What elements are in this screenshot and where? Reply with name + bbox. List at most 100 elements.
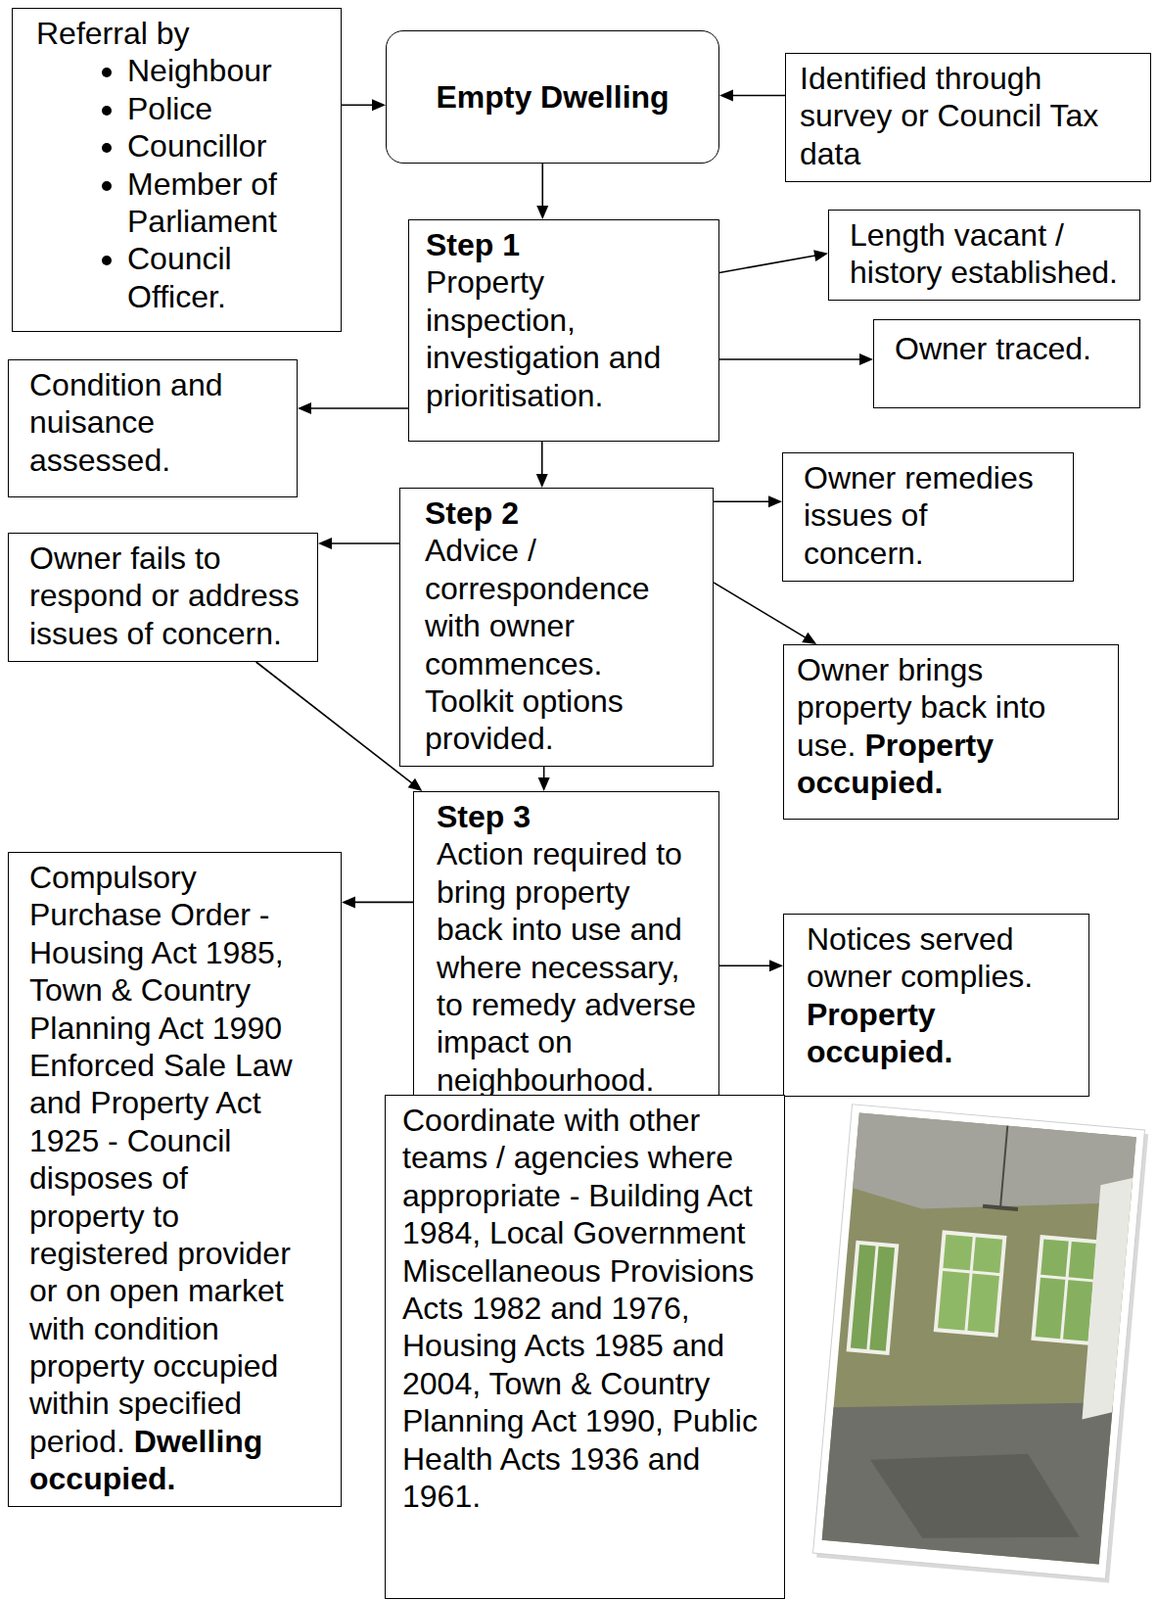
photo-lamp <box>982 1205 1019 1209</box>
connector-arrow <box>538 766 551 791</box>
step-heading: Step 1 <box>425 226 689 264</box>
connector-arrow <box>256 661 423 791</box>
list-item: Council Officer. <box>127 239 331 316</box>
connector-line <box>353 901 414 904</box>
photo-group <box>812 1104 1149 1583</box>
connector-arrow <box>719 249 829 273</box>
box-text: Notices served owner complies. <box>806 921 1033 994</box>
box-text: Condition and nuisance assessed. <box>29 366 287 479</box>
arrow-head <box>859 353 874 366</box>
arrow-head <box>318 537 332 550</box>
arrow-head <box>297 402 312 415</box>
process-step-box: Step 1Property inspection, investigation… <box>408 219 720 442</box>
box-text: Identified through survey or Council Tax… <box>799 59 1121 173</box>
box-text: Length vacant / history established. <box>849 216 1130 292</box>
connector-line <box>731 94 786 97</box>
photo-wall <box>822 1111 1137 1564</box>
process-box: Identified through survey or Council Tax… <box>785 52 1152 183</box>
arrow-head <box>408 778 423 791</box>
step-text: Advice / correspondence with owner comme… <box>424 531 688 757</box>
connector-arrow <box>341 895 414 908</box>
process-step-box: Step 3Action required to bring property … <box>413 790 720 1109</box>
connector-arrow <box>719 90 786 102</box>
process-box: Owner traced. <box>873 319 1141 409</box>
connector-line <box>256 661 414 785</box>
process-step-box: Step 2Advice / correspondence with owner… <box>399 487 714 767</box>
arrow-head <box>371 98 386 111</box>
list-heading: Referral by <box>36 14 331 52</box>
arrow-head <box>801 632 817 645</box>
process-box: Notices served owner complies.Property o… <box>783 913 1090 1097</box>
outcome-text: Property occupied. <box>806 996 953 1069</box>
photo-window-bar <box>868 1244 879 1352</box>
process-box: Owner remedies issues of concern. <box>782 452 1074 582</box>
text-block: Compulsory Purchase Order - Housing Act … <box>29 858 312 1498</box>
photo-floor-shade <box>864 1439 1087 1552</box>
photo-window <box>1032 1236 1099 1343</box>
connector-arrow <box>536 441 549 488</box>
arrow-head <box>536 205 549 220</box>
connector-line <box>309 407 409 410</box>
photo-window-bar <box>1038 1275 1096 1281</box>
connector-line <box>541 163 544 208</box>
photo-window-bar <box>966 1234 975 1333</box>
arrow-head <box>813 249 829 262</box>
arrow-head <box>341 895 356 908</box>
photo-door <box>1079 1174 1133 1422</box>
box-text: Owner fails to respond or address issues… <box>29 539 308 652</box>
photo-ceiling <box>851 1111 1137 1226</box>
list-item: Police <box>127 90 331 128</box>
photo-window-bar <box>940 1268 1002 1274</box>
connector-arrow <box>713 582 817 645</box>
arrow-head <box>719 90 734 102</box>
text-block: Notices served owner complies.Property o… <box>806 920 1060 1071</box>
photo-window <box>848 1242 897 1353</box>
text-block: Owner brings property back into use.Prop… <box>796 650 1069 802</box>
list-item: Councillor <box>127 127 331 165</box>
connector-line <box>341 104 374 107</box>
connector-arrow <box>713 495 783 508</box>
list-item: Neighbour <box>127 51 331 90</box>
connector-line <box>719 255 817 274</box>
connector-arrow <box>719 959 784 972</box>
box-text: Owner traced. <box>894 329 1130 368</box>
photo-shadow <box>816 1108 1149 1582</box>
process-box: Referral byNeighbourPoliceCouncillorMemb… <box>11 7 342 332</box>
process-box: Coordinate with other teams / agencies w… <box>384 1094 786 1599</box>
step-text: Property inspection, investigation and p… <box>425 263 689 415</box>
connector-arrow <box>719 353 874 366</box>
connector-line <box>713 500 771 503</box>
arrow-head <box>536 473 549 488</box>
arrow-head <box>538 777 551 791</box>
step-heading: Step 2 <box>424 494 688 532</box>
connector-line <box>541 441 544 476</box>
process-box: Compulsory Purchase Order - Housing Act … <box>7 851 342 1507</box>
photo-lamp-cord <box>1000 1125 1008 1208</box>
connector-line <box>719 964 772 967</box>
box-text: Owner remedies issues of concern. <box>803 459 1037 572</box>
bullet-list: NeighbourPoliceCouncillorMember of Parli… <box>36 51 331 316</box>
start-box: Empty Dwelling <box>385 30 720 164</box>
step-text: Action required to bring property back i… <box>436 834 699 1099</box>
connector-arrow <box>341 98 386 111</box>
connector-arrow <box>297 402 409 415</box>
photo-window <box>935 1231 1005 1335</box>
box-text: Coordinate with other teams / agencies w… <box>402 1101 775 1515</box>
box-title: Empty Dwelling <box>435 78 669 116</box>
photo-window-bar <box>1061 1239 1070 1342</box>
connector-arrow <box>318 537 400 550</box>
step-heading: Step 3 <box>436 797 699 835</box>
photo-floor <box>822 1377 1113 1564</box>
arrow-head <box>768 495 783 508</box>
list-item: Member of Parliament <box>127 165 331 241</box>
photo-frame <box>813 1104 1146 1578</box>
process-box: Owner fails to respond or address issues… <box>7 532 319 662</box>
process-box: Condition and nuisance assessed. <box>7 359 298 498</box>
connector-line <box>719 358 862 361</box>
connector-line <box>713 582 807 639</box>
arrow-head <box>769 959 784 972</box>
connector-line <box>329 542 400 545</box>
process-box: Owner brings property back into use.Prop… <box>783 644 1119 820</box>
box-text: Compulsory Purchase Order - Housing Act … <box>29 859 293 1459</box>
